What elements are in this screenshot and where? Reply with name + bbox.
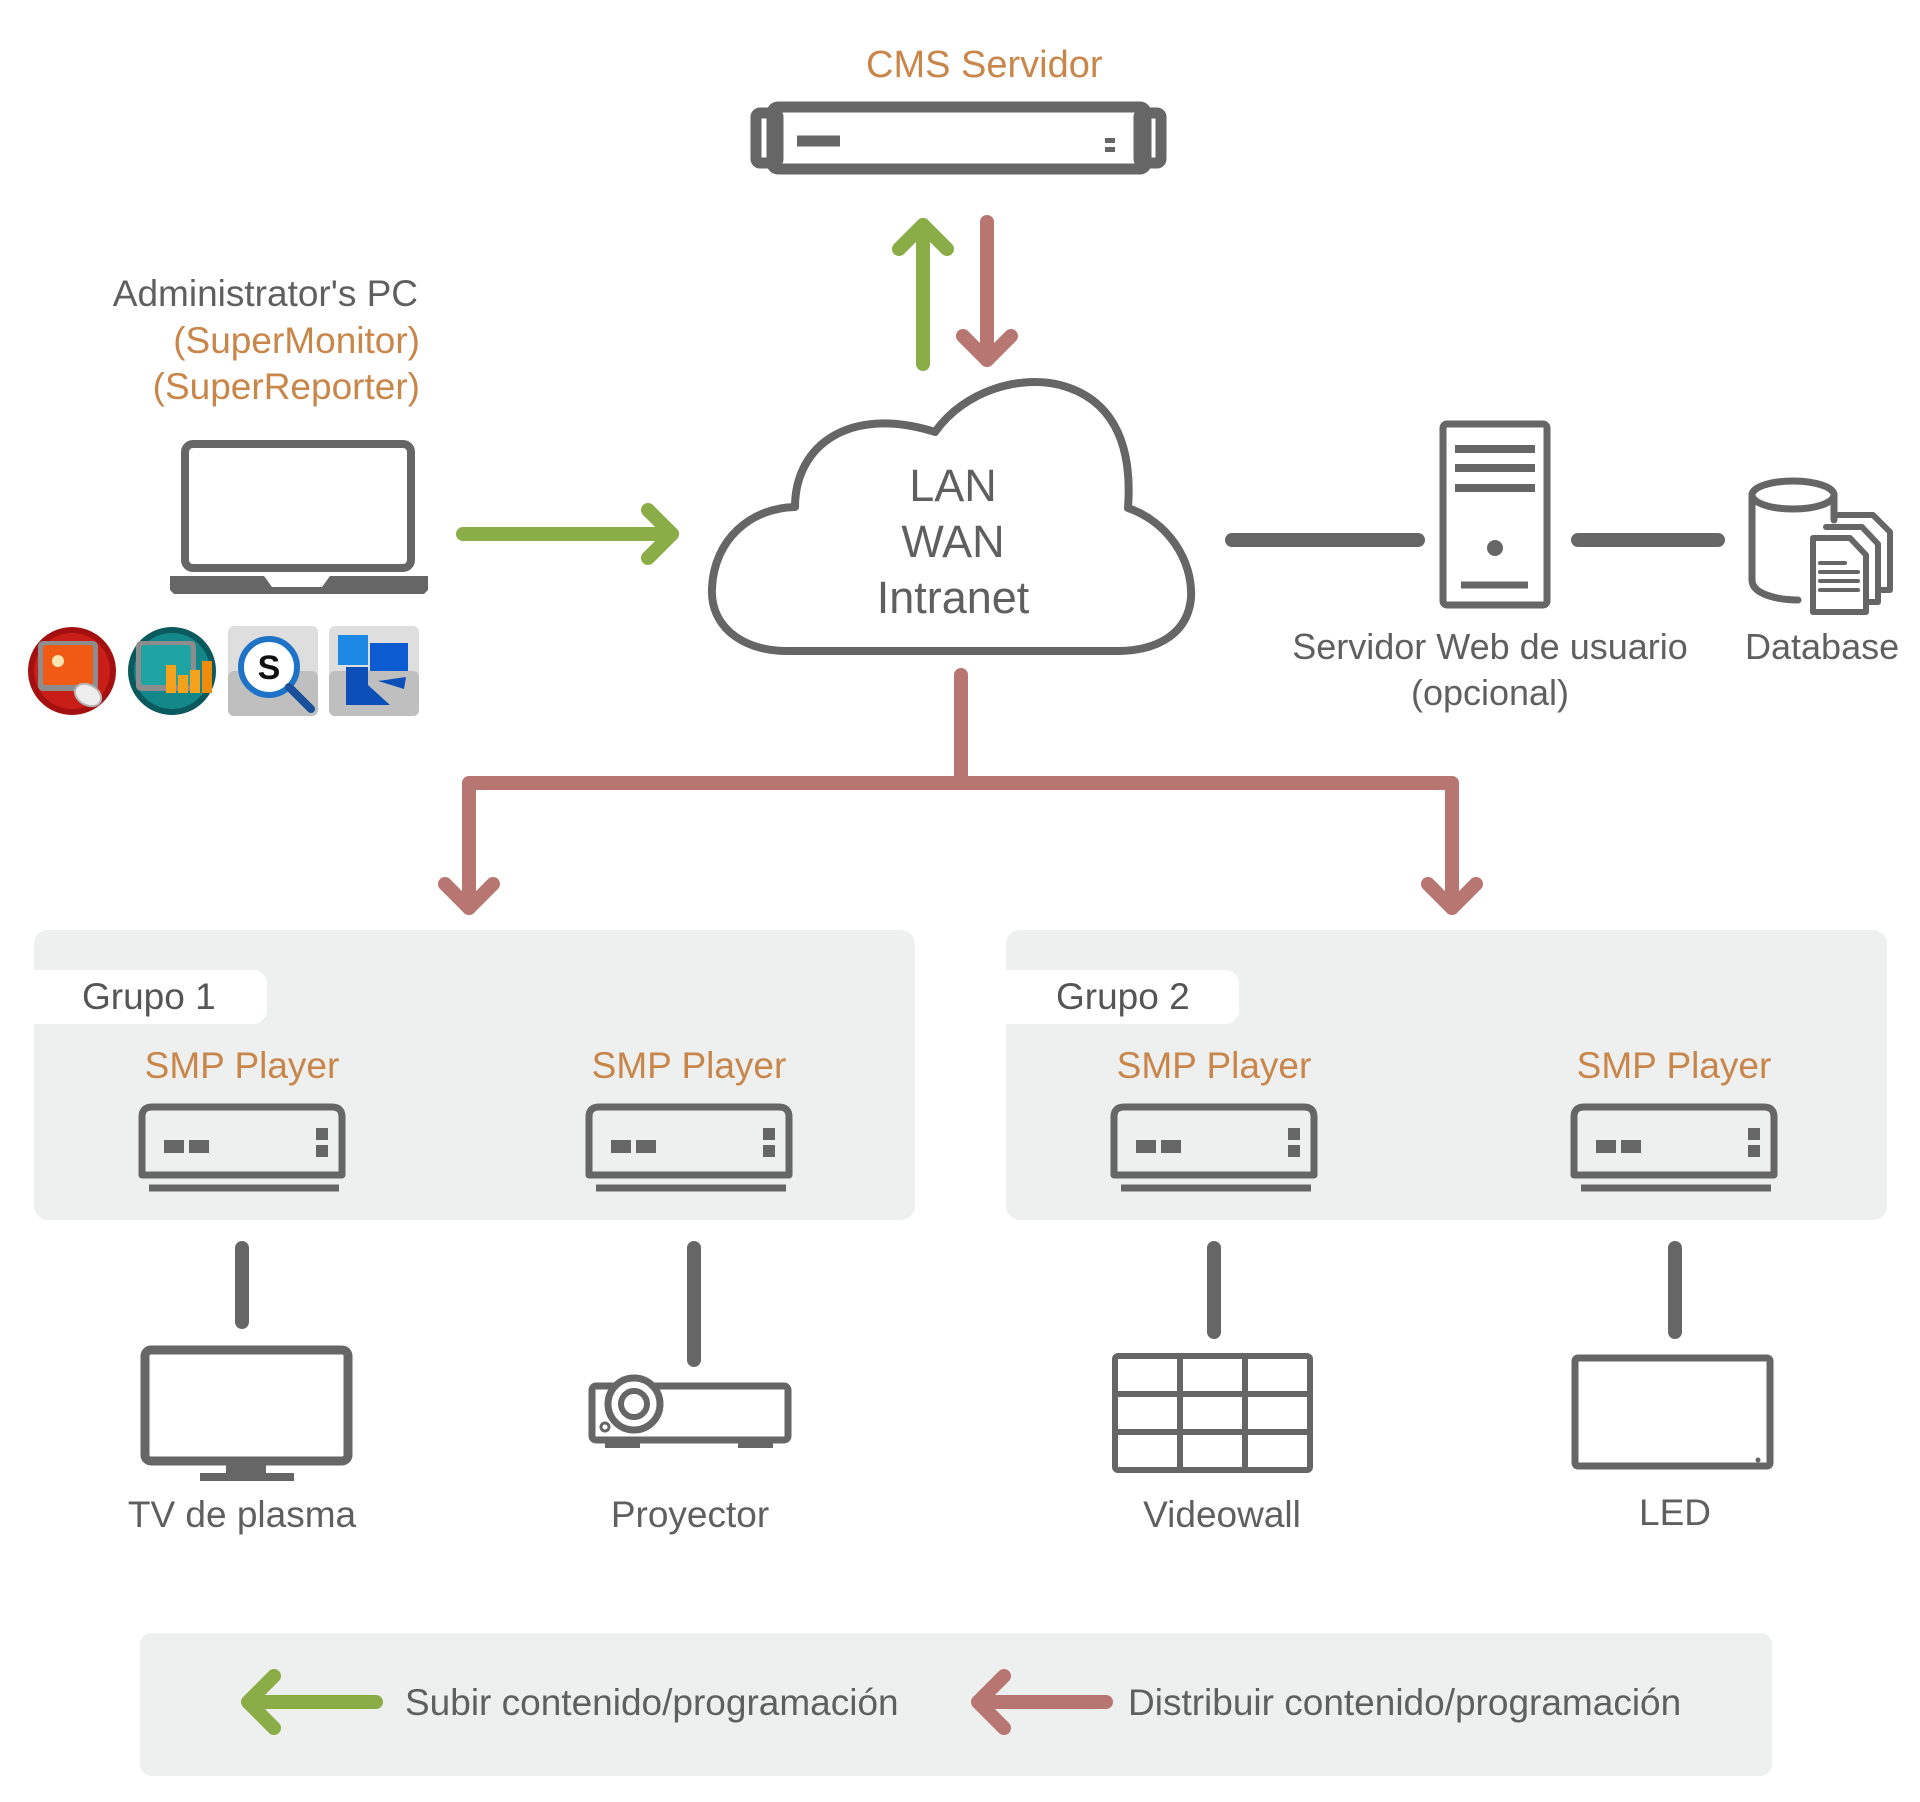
cms-server-label: CMS Servidor [866,44,1103,86]
blue-blocks-app-icon [329,626,419,716]
laptop-icon [170,440,428,594]
network-line-lan: LAN [909,460,997,511]
smp-player-icon [585,1103,793,1192]
smp-player-icon [1570,1103,1778,1192]
led-panel-icon [1571,1354,1774,1470]
legend-box [140,1633,1772,1776]
smp-player-icon [138,1103,346,1192]
display-label-led: LED [1639,1492,1711,1533]
legend-distribute-arrow [971,1669,1113,1735]
videowall-icon [1112,1353,1313,1473]
display-label-tv: TV de plasma [127,1494,357,1535]
search-s-app-icon: S [228,626,318,716]
group-1-label: Grupo 1 [34,970,267,1024]
projector-icon [588,1374,792,1448]
group-2-label: Grupo 2 [1006,970,1239,1024]
upload-arrow-laptop-to-cloud [456,503,679,565]
superreporter-app-icon [128,627,216,715]
smp-player-label: SMP Player [1116,1045,1312,1086]
tv-icon [140,1345,353,1481]
rack-server-icon [750,101,1167,175]
svg-text:S: S [258,649,281,687]
smp-player-label: SMP Player [144,1045,340,1086]
web-server-optional-label: (opcional) [1410,672,1570,713]
database-label: Database [1745,626,1900,667]
legend-upload-label: Subir contenido/programación [405,1682,899,1723]
admin-pc-app-1: (SuperMonitor) [173,320,420,361]
database-icon [1748,477,1893,615]
tower-server-icon [1439,420,1551,609]
upload-arrow-cloud-to-cms [892,218,954,371]
supermonitor-app-icon [28,627,116,715]
distribute-arrow-cms-to-cloud [956,215,1018,367]
network-line-intranet: Intranet [876,572,1030,623]
web-server-label: Servidor Web de usuario [1292,626,1688,667]
legend-upload-arrow [241,1669,383,1735]
legend-distribute-label: Distribuir contenido/programación [1128,1682,1682,1723]
smp-player-label: SMP Player [591,1045,787,1086]
smp-player-label: SMP Player [1576,1045,1772,1086]
smp-player-icon [1110,1103,1318,1192]
display-label-projector: Proyector [610,1494,770,1535]
network-line-wan: WAN [901,516,1005,567]
display-label-videowall: Videowall [1143,1494,1301,1535]
admin-pc-app-2: (SuperReporter) [152,366,420,407]
cloud-icon [707,378,1196,655]
distribute-arrow-cloud-to-groups [438,668,1483,915]
admin-pc-title: Administrator's PC [112,273,418,314]
